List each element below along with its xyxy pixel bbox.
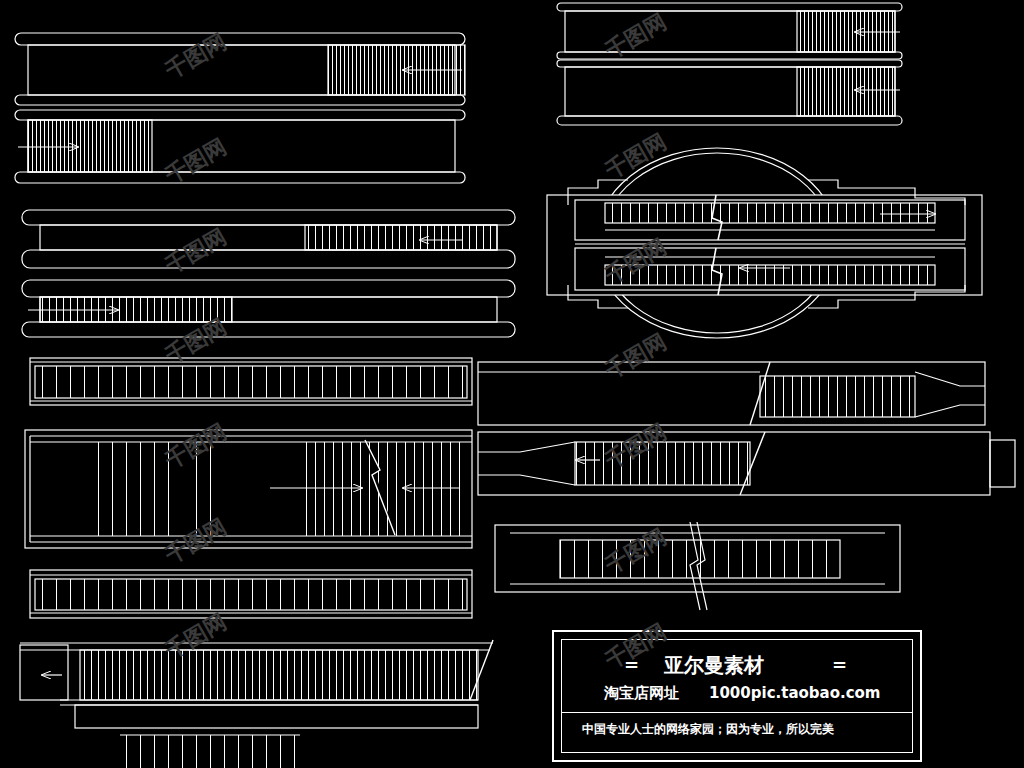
drawing-line — [403, 487, 460, 488]
drawing-line — [403, 69, 462, 70]
drawing-rect — [30, 358, 472, 405]
drawing-rect — [305, 225, 497, 250]
escalator-single-1 — [30, 358, 472, 405]
drawing-rect — [35, 579, 467, 610]
drawing-line — [855, 89, 900, 90]
drawing-line — [880, 213, 935, 214]
drawing-path — [365, 440, 395, 535]
drawing-path — [915, 372, 985, 417]
drawing-rect — [557, 60, 902, 67]
drawing-rect — [557, 116, 902, 125]
drawing-rect — [15, 95, 465, 105]
title-text: 淘宝店网址 — [604, 684, 679, 703]
divider-line — [561, 712, 913, 713]
drawing-rect — [575, 200, 965, 240]
watermark: 千图网 — [160, 132, 232, 191]
drawing-line — [605, 229, 935, 230]
escalator-single-2 — [30, 570, 472, 618]
drawing-line — [270, 487, 362, 488]
drawing-line — [576, 459, 600, 460]
drawing-line — [28, 309, 118, 310]
escalator-small — [495, 522, 900, 610]
drawing-rect — [478, 432, 990, 495]
drawing-line — [30, 541, 472, 542]
drawing-rect — [35, 366, 467, 398]
escalator-pair-d — [478, 362, 1015, 495]
escalator-section — [20, 640, 493, 768]
title-text: = — [832, 654, 847, 675]
drawing-line — [855, 31, 900, 32]
drawing-rect — [25, 430, 472, 548]
drawing-rect — [75, 705, 478, 728]
escalator-pair-c — [22, 210, 515, 337]
drawing-line — [30, 574, 472, 575]
drawing-line — [18, 146, 78, 147]
drawing-rect — [20, 645, 68, 700]
drawing-line — [42, 674, 62, 675]
drawing-rect — [478, 362, 985, 425]
drawing-line — [510, 532, 885, 533]
drawing-line — [29, 436, 30, 542]
drawing-rect — [22, 322, 515, 337]
drawing-rect — [22, 280, 515, 297]
drawing-path — [568, 285, 965, 308]
drawing-rect — [120, 735, 300, 768]
title-text: 中国专业人士的网络家园；因为专业，所以完美 — [582, 721, 834, 738]
drawing-rect — [40, 225, 497, 250]
escalator-pair-a — [15, 33, 465, 183]
drawing-line — [60, 699, 478, 700]
watermark: 千图网 — [160, 27, 232, 86]
watermark: 千图网 — [160, 222, 232, 281]
drawing-rect — [22, 210, 515, 225]
drawing-rect — [30, 570, 472, 618]
drawing-path — [478, 442, 575, 485]
drawing-g — [15, 3, 1015, 768]
drawing-rect — [22, 250, 515, 268]
title-text: 1000pic.taobao.com — [709, 684, 881, 702]
drawing-path — [690, 522, 707, 610]
drawing-path — [740, 432, 765, 495]
drawing-line — [120, 734, 300, 735]
drawing-line — [30, 400, 472, 401]
watermark: 千图网 — [600, 327, 672, 386]
escalator-pair-b — [557, 3, 902, 125]
drawing-line — [30, 361, 472, 362]
drawing-rect — [605, 203, 935, 223]
drawing-path — [712, 195, 722, 295]
drawing-line — [20, 642, 493, 643]
drawing-path — [470, 640, 493, 700]
watermark: 千图网 — [600, 127, 672, 186]
drawing-rect — [80, 650, 478, 700]
title-text: 亚尔曼素材 — [664, 652, 764, 679]
drawing-line — [420, 239, 462, 240]
drawing-rect — [990, 440, 1015, 487]
drawing-rect — [565, 67, 895, 116]
drawing-line — [30, 435, 472, 436]
drawing-rect — [760, 376, 915, 417]
drawing-rect — [28, 120, 152, 172]
drawing-rect — [15, 110, 465, 120]
drawing-rect — [15, 172, 465, 183]
drawing-line — [510, 583, 885, 584]
drawing-line — [740, 267, 790, 268]
drawing-rect — [305, 442, 465, 536]
drawing-rect — [28, 120, 455, 172]
drawing-path — [750, 362, 770, 425]
drawing-path — [568, 180, 965, 205]
drawing-rect — [557, 3, 902, 11]
drawing-rect — [328, 45, 465, 95]
drawing-rect — [15, 33, 465, 45]
escalator-wide — [25, 430, 472, 548]
drawing-line — [30, 612, 472, 613]
watermark: 千图网 — [600, 7, 672, 66]
drawing-rect — [797, 67, 895, 116]
drawing-rect — [547, 195, 982, 295]
